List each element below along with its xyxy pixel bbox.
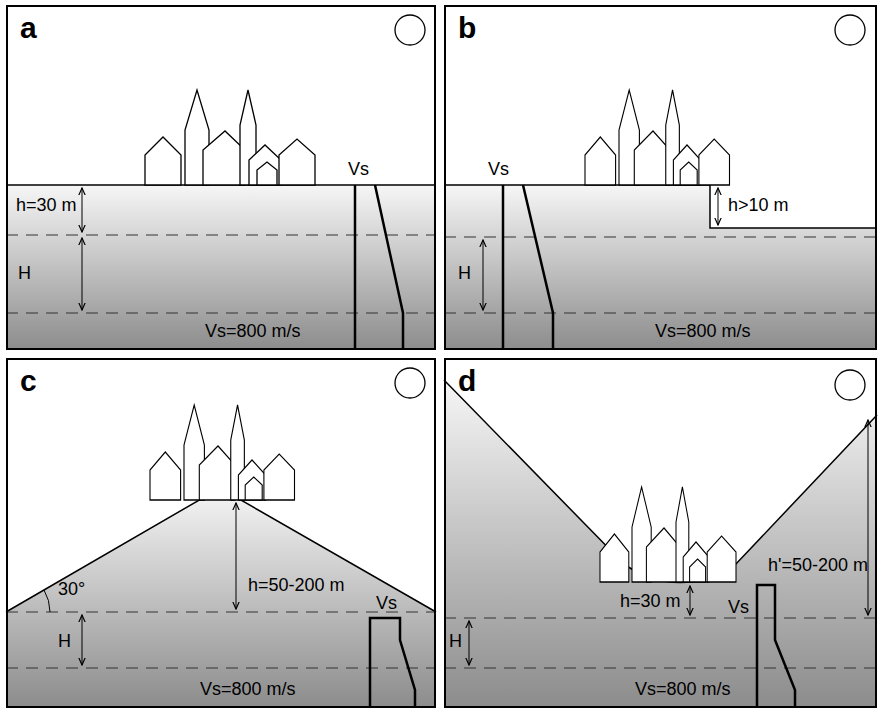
velocity-value: Vs=800 m/s (635, 680, 731, 700)
figure-panel: c (6, 358, 436, 708)
velocity-label: Vs (348, 160, 369, 180)
velocity-label: Vs (488, 160, 509, 180)
velocity-label: Vs (728, 598, 749, 618)
angle-label: 30° (58, 580, 85, 600)
velocity-value: Vs=800 m/s (205, 322, 301, 342)
depth-label: h=30 m (16, 196, 77, 216)
height-label: h>10 m (728, 196, 789, 216)
velocity-value: Vs=800 m/s (200, 680, 296, 700)
thickness-label: H (449, 632, 462, 652)
height-label: h=50-200 m (248, 576, 345, 596)
figure-panel: a (6, 5, 436, 350)
thickness-label: H (458, 264, 471, 284)
panel-letter: a (20, 11, 37, 45)
thickness-label: H (58, 632, 71, 652)
height-label: h'=50-200 m (768, 556, 868, 576)
velocity-value: Vs=800 m/s (655, 322, 751, 342)
panel-letter: c (20, 364, 37, 398)
panel-letter: b (458, 11, 476, 45)
depth-label: h=30 m (620, 592, 681, 612)
panel-letter: d (458, 364, 476, 398)
thickness-label: H (18, 264, 31, 284)
figure-panel: d (444, 358, 877, 708)
velocity-label: Vs (376, 594, 397, 614)
